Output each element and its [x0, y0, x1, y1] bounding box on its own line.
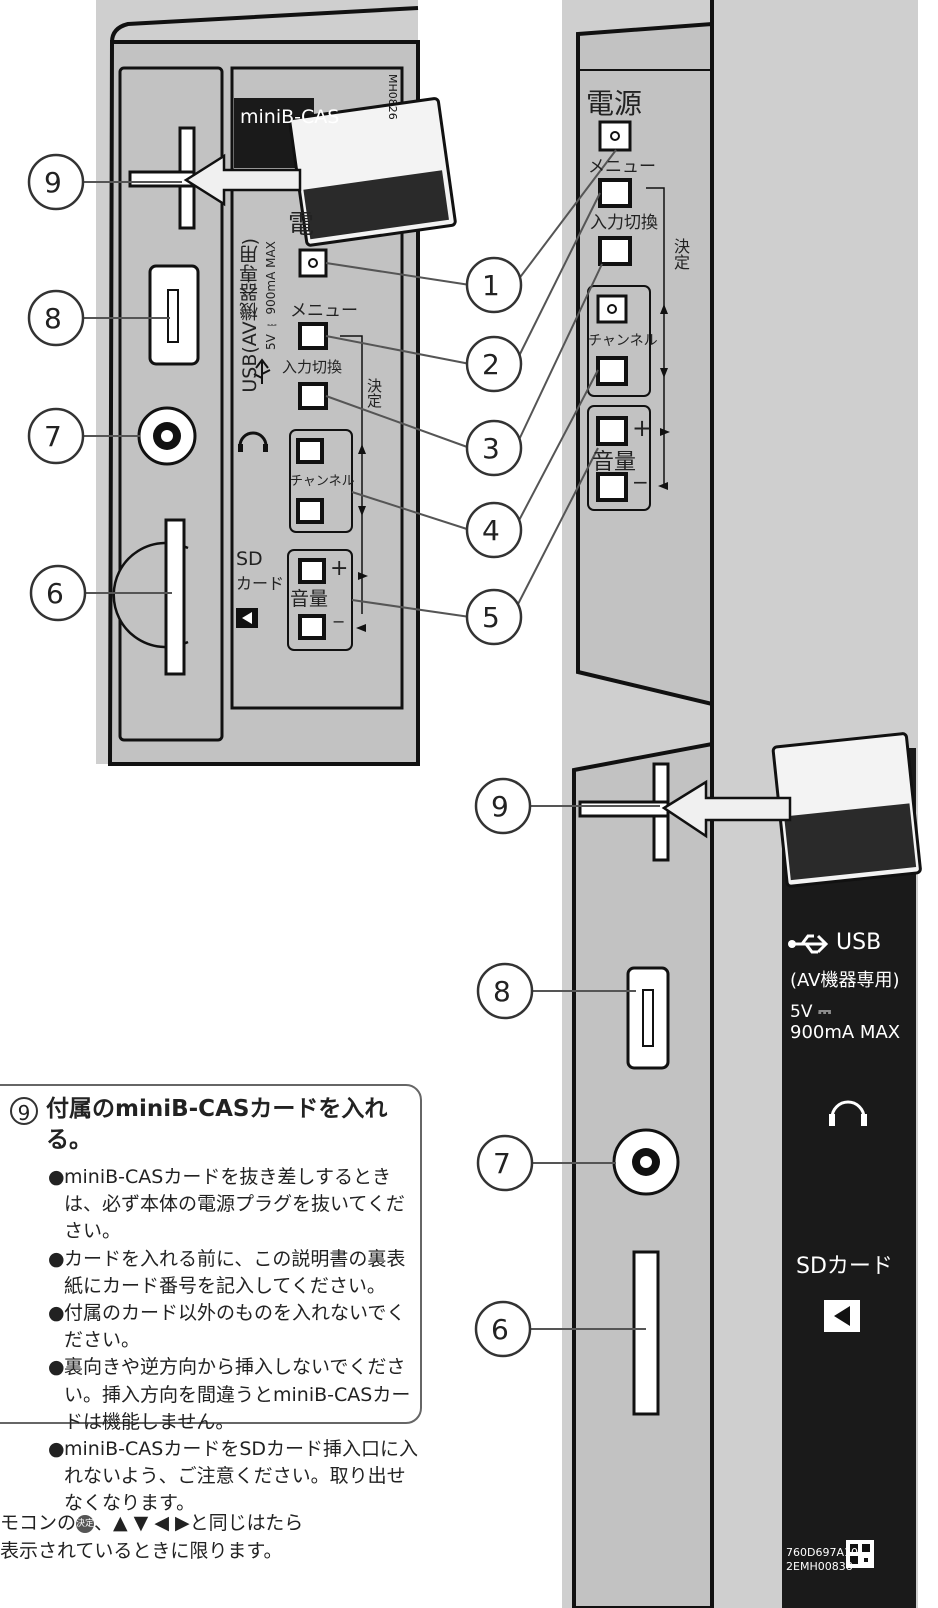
- callout-9-right: 9: [491, 790, 509, 823]
- right-kettei-label: 決定: [671, 238, 690, 270]
- right-menu-label: メニュー: [588, 157, 656, 177]
- callout-8-right: 8: [493, 975, 511, 1008]
- left-channel-label: チャンネル: [290, 474, 355, 489]
- right-volume-label: 音量: [592, 450, 637, 475]
- right-channel-label: チャンネル: [588, 333, 658, 349]
- footer-line1-a: モコンの: [0, 1512, 77, 1534]
- callout-4: 4: [482, 514, 500, 547]
- callout-5: 5: [482, 601, 500, 634]
- instruction-bullet: ●カードを入れる前に、この説明書の裏表紙にカード番号を記入してください。: [48, 1247, 406, 1297]
- left-minib-cas-card: [288, 97, 457, 247]
- left-menu-label: メニュー: [290, 301, 358, 321]
- instruction-box: [0, 1084, 422, 1424]
- right-model-2: 2EMH00838: [786, 1560, 853, 1573]
- instruction-bullet: ●付属のカード以外のものを入れないでください。: [48, 1302, 406, 1352]
- left-channel-up-button: [296, 438, 324, 464]
- right-channel-up-button: [596, 294, 628, 324]
- right-black-label-strip: [782, 748, 916, 1608]
- left-power-label: 電: [288, 210, 315, 240]
- bullet-mark: ●: [48, 1438, 65, 1461]
- left-card-brand-text: miniB-CAS: [240, 106, 340, 128]
- instruction-bullet-list: ●miniB-CASカードを抜き差しするときは、必ず本体の電源プラグを抜いてくだ…: [48, 1164, 420, 1518]
- right-volume-down-button: [596, 472, 628, 502]
- right-usb-icon: [792, 934, 829, 954]
- left-usb-icon: [253, 358, 271, 384]
- instruction-bullet: ●裏向きや逆方向から挿入しないでください。挿入方向を間違うとminiB-CASカ…: [48, 1356, 411, 1433]
- instruction-bullet: ●miniB-CASカードをSDカード挿入口に入れないよう、ご注意ください。取り…: [48, 1438, 419, 1515]
- bullet-mark: ●: [48, 1356, 65, 1379]
- left-channel-down-button: [296, 498, 324, 524]
- left-plus-label: +: [330, 556, 349, 581]
- left-insert-arrow: [183, 153, 302, 207]
- left-sd-label-2: カード: [236, 574, 285, 593]
- right-minus-label: −: [632, 470, 649, 494]
- callout-2: 2: [482, 348, 500, 381]
- right-usb-label: USB: [836, 930, 882, 955]
- right-sd-slot: [632, 1250, 660, 1416]
- left-headphone-icon: [238, 431, 268, 447]
- left-input-button: [298, 382, 328, 410]
- callout-7-right: 7: [493, 1147, 511, 1180]
- left-serial-text: MH0826: [386, 74, 399, 120]
- footer-note: モコンの決定、▲ ▼ ◀ ▶と同じはたら 表示されているときに限ります。: [0, 1509, 303, 1565]
- left-kettei-label: 決定: [365, 378, 383, 408]
- instruction-step-number: 9: [10, 1097, 38, 1125]
- left-input-label: 入力切換: [282, 358, 343, 376]
- callout-6-left: 6: [46, 577, 64, 610]
- instruction-bullet: ●miniB-CASカードを抜き差しするときは、必ず本体の電源プラグを抜いてくだ…: [48, 1166, 405, 1243]
- bullet-mark: ●: [48, 1247, 65, 1270]
- right-input-label: 入力切換: [590, 213, 658, 233]
- right-insert-arrow: [661, 779, 792, 839]
- right-sd-label: SDカード: [796, 1254, 893, 1279]
- right-plus-label: +: [632, 414, 653, 442]
- right-usb-amp: 900mA MAX: [790, 1022, 901, 1043]
- footer-line2: 表示されているときに限ります。: [0, 1540, 283, 1562]
- bullet-mark: ●: [48, 1166, 65, 1188]
- right-volume-up-button: [596, 416, 628, 446]
- right-input-button: [598, 236, 632, 266]
- right-model-1: 760D697A10: [786, 1546, 858, 1559]
- bullet-mark: ●: [48, 1302, 65, 1325]
- callout-8-left: 8: [44, 302, 62, 335]
- left-minus-label: −: [332, 612, 346, 631]
- left-sd-slot: [164, 518, 186, 676]
- callout-3: 3: [482, 432, 500, 465]
- callout-9-left: 9: [44, 166, 62, 199]
- callout-6-right: 6: [491, 1313, 509, 1346]
- kettei-badge-icon: 決定: [76, 1514, 94, 1533]
- right-headphone-icon: [830, 1100, 866, 1119]
- left-sd-label-1: SD: [236, 548, 263, 570]
- right-usb-sub: (AV機器専用): [790, 970, 900, 991]
- instruction-title: 付属のminiB-CASカードを入れる。: [46, 1096, 388, 1153]
- right-usb-volt: 5V ⎓: [790, 1002, 832, 1022]
- footer-line1-b: 、▲ ▼ ◀ ▶と同じはたら: [94, 1512, 304, 1534]
- left-volume-up-button: [298, 558, 326, 584]
- left-volume-down-button: [298, 614, 326, 640]
- callout-1: 1: [482, 269, 500, 302]
- left-volume-label: 音量: [290, 588, 329, 610]
- right-power-label: 電源: [586, 87, 643, 120]
- left-menu-button: [298, 322, 328, 350]
- callout-7-left: 7: [44, 420, 62, 453]
- right-minib-cas-card: [771, 732, 922, 888]
